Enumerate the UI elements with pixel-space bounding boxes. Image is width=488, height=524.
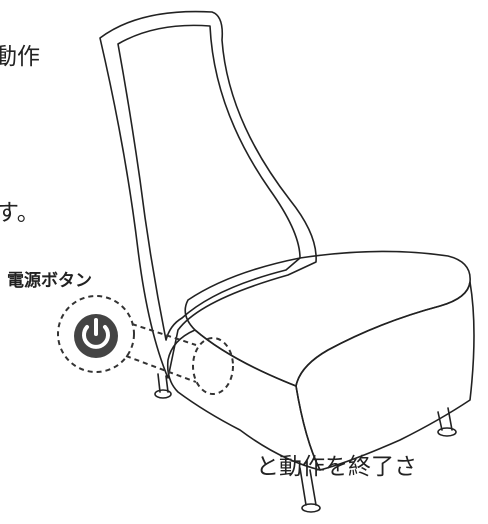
- callout-line-top: [131, 323, 197, 346]
- leg-front-right-b: [447, 407, 453, 431]
- foot-front-left: [301, 503, 321, 513]
- leg-front-right-a: [437, 411, 443, 431]
- power-button-label: 電源ボタン: [7, 271, 92, 291]
- backrest-panel: [117, 24, 301, 341]
- seat-side: [166, 329, 321, 471]
- leg-front-left-a: [299, 467, 307, 506]
- instruction-text-1: 動作: [0, 44, 40, 70]
- leg-front-left-b: [309, 469, 317, 506]
- foot-front-right: [437, 427, 457, 437]
- leg-back-left: [157, 373, 161, 393]
- instruction-text-2: す。: [0, 200, 40, 226]
- callout-circle-large: [57, 295, 135, 373]
- backrest-outline: [99, 10, 317, 379]
- instruction-text-3: と動作を終了さ: [256, 454, 417, 480]
- seat-top: [184, 250, 471, 387]
- power-icon: [74, 314, 118, 358]
- callout-circle-small: [192, 337, 234, 395]
- leg-back-left-b: [165, 375, 169, 393]
- callout-line-bottom: [125, 355, 197, 383]
- foot-back-left: [154, 389, 172, 399]
- seat-front: [295, 281, 475, 471]
